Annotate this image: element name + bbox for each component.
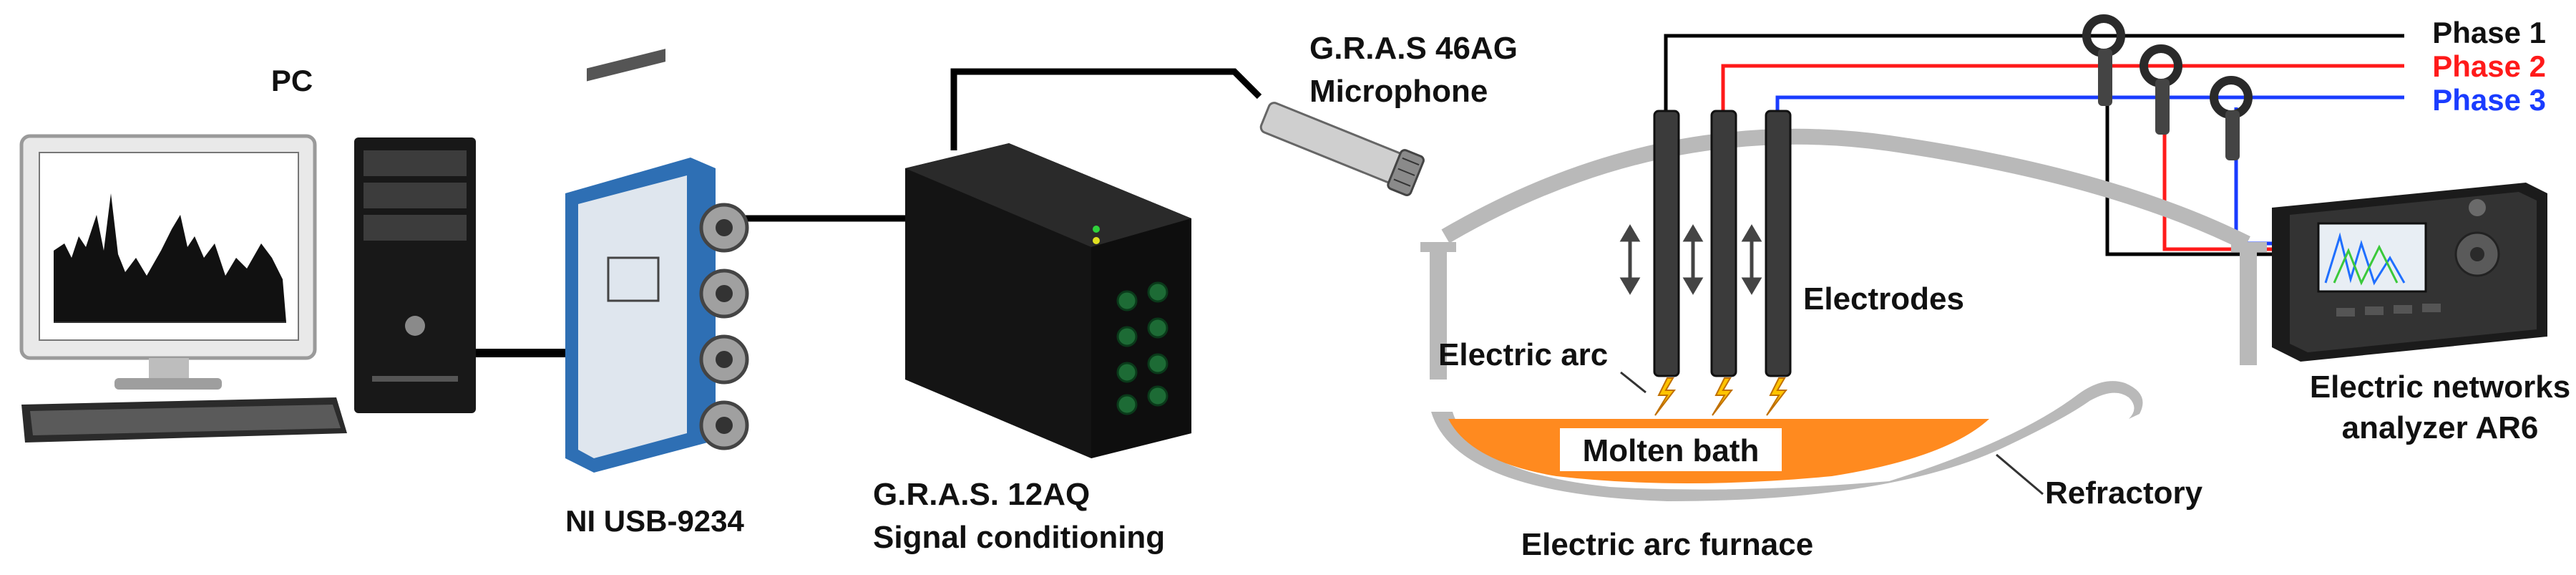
clamp-handles bbox=[2098, 49, 2240, 160]
analyzer-lead-2 bbox=[2162, 79, 2283, 251]
phase3-wire bbox=[1775, 95, 2404, 113]
refractory-pointer bbox=[1996, 453, 2044, 496]
gras46-label-line2: Microphone bbox=[1309, 74, 1488, 109]
analyzer-lead-1 bbox=[2105, 54, 2279, 256]
electrodes bbox=[1653, 110, 1792, 377]
analyzer-label-line1: Electric networks bbox=[2310, 369, 2570, 405]
molten-bath-label-bg bbox=[1560, 428, 1782, 471]
analyzer-label-line2: analyzer AR6 bbox=[2342, 410, 2539, 445]
pc-label: PC bbox=[271, 64, 313, 97]
handheld-analyzer-icon bbox=[2272, 183, 2547, 362]
phase3-label: Phase 3 bbox=[2432, 83, 2546, 117]
lightning-bolt-icon bbox=[1654, 377, 1788, 416]
electric-arc-pointer bbox=[1620, 371, 1646, 394]
double-arrow-icon bbox=[1619, 224, 1762, 295]
electric-arc-label: Electric arc bbox=[1438, 337, 1608, 372]
spectrum-display bbox=[54, 193, 286, 322]
phase1-wire bbox=[1664, 34, 2404, 113]
pc-icon bbox=[19, 134, 476, 443]
molten-bath-label: Molten bath bbox=[1583, 433, 1760, 468]
microphone-icon bbox=[1259, 102, 1425, 196]
bnc-connectors bbox=[699, 203, 749, 450]
refractory-label: Refractory bbox=[2045, 475, 2203, 511]
furnace-label: Electric arc furnace bbox=[1521, 527, 1813, 562]
signal-conditioner-icon bbox=[905, 143, 1191, 458]
daq-module-icon bbox=[565, 49, 749, 473]
furnace-walls bbox=[1420, 242, 2267, 380]
electrodes-label: Electrodes bbox=[1803, 281, 1964, 317]
phase2-label: Phase 2 bbox=[2432, 49, 2546, 83]
electrode-3 bbox=[1765, 110, 1792, 377]
ni-label: NI USB-9234 bbox=[565, 504, 744, 538]
furnace-bottom bbox=[1431, 381, 2143, 501]
phase1-label: Phase 1 bbox=[2432, 16, 2546, 49]
gras12-label-line2: Signal conditioning bbox=[873, 520, 1165, 555]
phase2-wire bbox=[1721, 64, 2404, 113]
gras46-label-line1: G.R.A.S 46AG bbox=[1309, 31, 1518, 66]
cable-conditioner-microphone bbox=[950, 68, 1262, 150]
electrode-2 bbox=[1710, 110, 1737, 377]
electrode-1 bbox=[1653, 110, 1680, 377]
furnace-roof bbox=[1441, 128, 2250, 251]
gras12-label-line1: G.R.A.S. 12AQ bbox=[873, 477, 1090, 512]
